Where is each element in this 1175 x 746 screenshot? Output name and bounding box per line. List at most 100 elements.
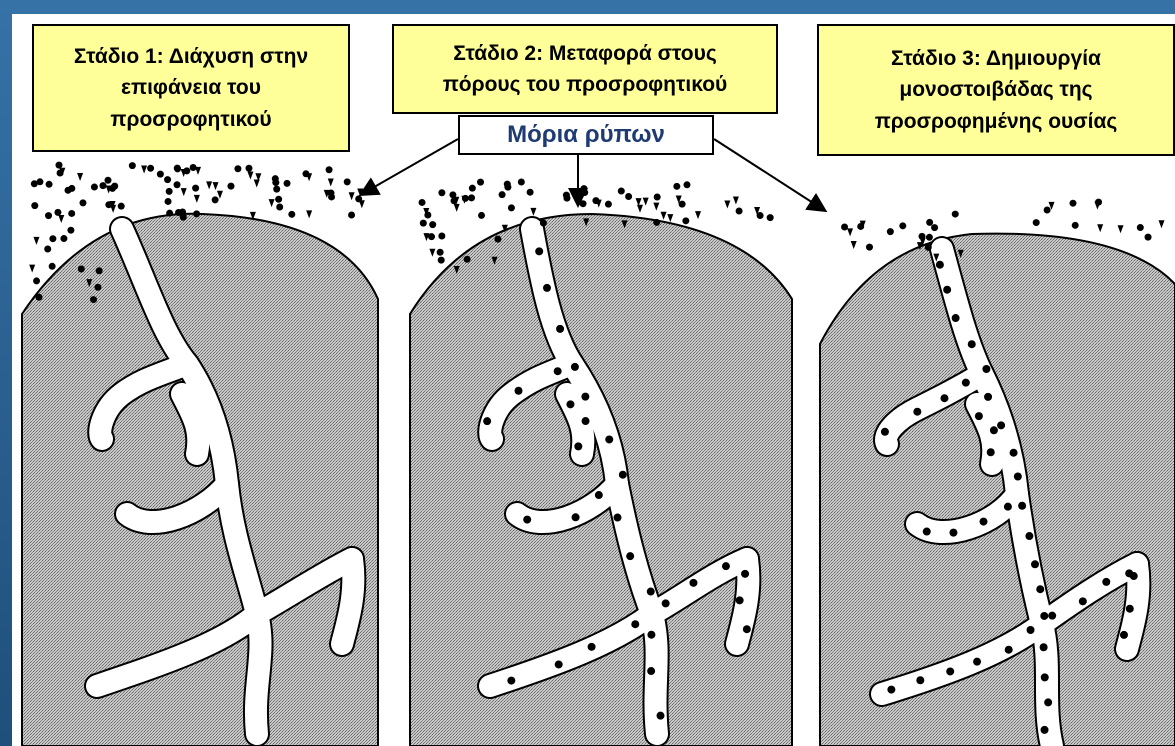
particle-dot: [499, 191, 506, 198]
adsorbed-particle: [581, 393, 589, 401]
adsorbed-particle: [588, 643, 596, 651]
particle-dot: [438, 233, 445, 240]
particle-dot: [45, 212, 52, 219]
particle-triangle: [194, 195, 200, 203]
particle-dot: [504, 184, 511, 191]
adsorbed-particle: [572, 513, 580, 521]
particle-dot: [1145, 234, 1152, 241]
particle-dot: [276, 204, 283, 211]
particle-triangle: [328, 179, 334, 187]
particle-dot: [275, 196, 282, 203]
particle-dot: [212, 196, 219, 203]
particle-dot: [166, 188, 173, 195]
particle-dot: [49, 235, 56, 242]
particle-dot: [100, 182, 107, 189]
particle-triangle: [217, 191, 223, 199]
pollutant-molecules-label: Μόρια ρύπων: [458, 115, 714, 155]
particle-dot: [46, 181, 53, 188]
adsorbed-particle: [975, 412, 983, 420]
particle-dot: [437, 249, 444, 256]
particle-dot: [767, 214, 774, 221]
particle-dot: [736, 208, 743, 215]
particle-triangle: [724, 201, 730, 209]
particle-triangle: [29, 265, 35, 273]
particle-dot: [118, 203, 125, 210]
particle-triangle: [1118, 225, 1124, 233]
adsorbed-particle: [987, 448, 995, 456]
particle-dot: [451, 197, 458, 204]
particle-dot: [1072, 222, 1079, 229]
particle-dot: [174, 181, 181, 188]
adsorbed-particle: [1048, 612, 1056, 620]
adsorbed-particle: [952, 314, 960, 322]
adsorbed-particle: [574, 442, 582, 450]
particle-dot: [175, 209, 182, 216]
particle-dot: [866, 244, 873, 251]
particle-dot: [438, 257, 445, 264]
particle-dot: [344, 178, 351, 185]
particle-dot: [419, 199, 426, 206]
stage-3-line-3: προσροφημένης ουσίας: [875, 106, 1118, 138]
particle-dot: [55, 162, 62, 169]
adsorbed-particle: [968, 340, 976, 348]
particle-dot: [478, 212, 485, 219]
adsorbed-particle: [881, 428, 889, 436]
adsorbed-particle: [507, 677, 515, 685]
particle-triangle: [206, 181, 212, 189]
particle-dot: [469, 185, 476, 192]
adsorbed-particle: [1079, 597, 1087, 605]
particle-dot: [1069, 200, 1076, 207]
adsorbed-particle: [949, 529, 957, 537]
stage-2-line-2: πόρους του προσροφητικού: [443, 69, 728, 101]
particle-dot: [44, 245, 51, 252]
particle-dot: [518, 179, 525, 186]
particle-dot: [79, 199, 86, 206]
particle-triangle: [269, 199, 275, 207]
stage-3-box: Στάδιο 3: Δημιουργία μονοστοιβάδας της π…: [817, 24, 1175, 156]
adsorbed-particle: [554, 367, 562, 375]
particle-triangle: [695, 211, 701, 219]
particle-dot: [190, 164, 197, 171]
particle-dot: [111, 183, 118, 190]
particle-triangle: [851, 241, 857, 249]
stage-2-box: Στάδιο 2: Μεταφορά στους πόρους του προσ…: [392, 24, 778, 114]
stage-2-line-1: Στάδιο 2: Μεταφορά στους: [443, 38, 728, 70]
adsorbed-particle: [936, 261, 944, 269]
particle-triangle: [530, 208, 536, 216]
particle-dot: [147, 165, 154, 172]
adsorbed-particle: [743, 625, 751, 633]
adsorbed-particle: [722, 562, 730, 570]
adsorbed-particle: [1018, 502, 1026, 510]
particle-dot: [926, 234, 933, 241]
adsorbed-particle: [647, 588, 655, 596]
particle-triangle: [1158, 220, 1164, 228]
particle-dot: [683, 181, 690, 188]
adsorbed-particle: [940, 394, 948, 402]
particle-dot: [477, 179, 484, 186]
particle-dot: [129, 162, 136, 169]
particle-dot: [192, 185, 199, 192]
particle-dot: [540, 220, 547, 227]
particle-triangle: [643, 198, 649, 206]
particle-dot: [60, 235, 67, 242]
particle-dot: [64, 187, 71, 194]
particle-dot: [234, 165, 241, 172]
particle-dot: [96, 267, 103, 274]
adsorbed-particle: [626, 552, 634, 560]
adsorbed-particle: [973, 658, 981, 666]
adsorbed-particle: [1130, 572, 1138, 580]
particle-dot: [563, 195, 570, 202]
arrow-to-stage1: [362, 139, 458, 194]
adsorbed-particle: [605, 435, 613, 443]
stage-3-line-1: Στάδιο 3: Δημιουργία: [875, 43, 1118, 75]
stage-1-line-1: Στάδιο 1: Διάχυση στην: [74, 41, 308, 73]
particle-dot: [67, 227, 74, 234]
adsorbed-particle: [1025, 532, 1033, 540]
adsorbed-particle: [913, 408, 921, 416]
particle-dot: [33, 277, 40, 284]
particle-dot: [272, 179, 279, 186]
particle-triangle: [1097, 224, 1103, 232]
adsorbed-particle: [736, 596, 744, 604]
particle-dot: [926, 219, 933, 226]
